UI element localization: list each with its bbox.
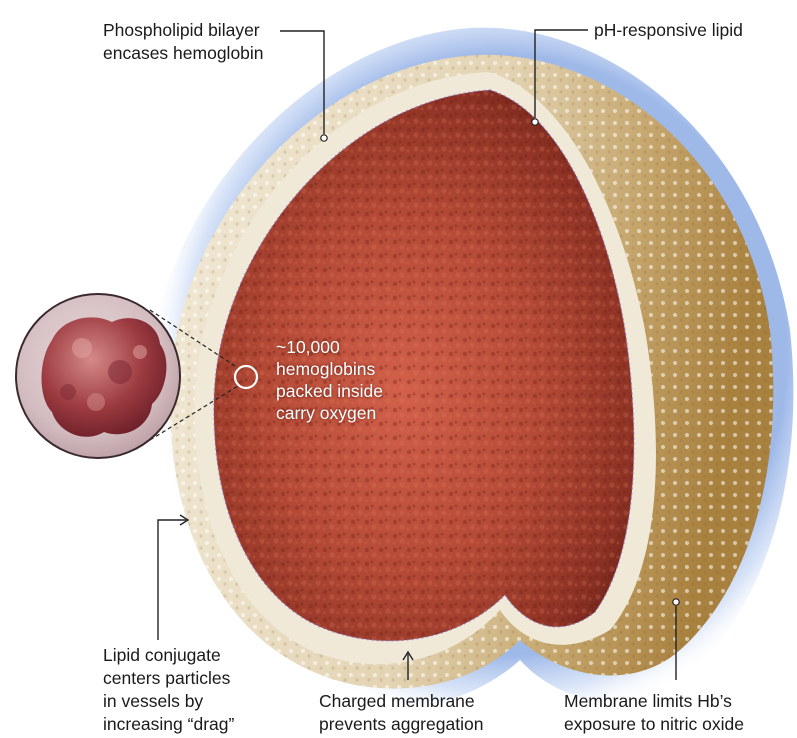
label-line: pH-responsive lipid bbox=[594, 19, 743, 42]
label-membrane-limits: Membrane limits Hb’s exposure to nitric … bbox=[564, 690, 744, 736]
label-conjugate: Lipid conjugate centers particles in ves… bbox=[103, 644, 234, 736]
label-line: in vessels by bbox=[103, 690, 234, 713]
label-line: encases hemoglobin bbox=[103, 42, 264, 65]
label-line: ~10,000 bbox=[276, 336, 383, 358]
label-line: centers particles bbox=[103, 667, 234, 690]
label-line: exposure to nitric oxide bbox=[564, 713, 744, 736]
label-line: hemoglobins bbox=[276, 358, 383, 380]
label-line: Lipid conjugate bbox=[103, 644, 234, 667]
label-charged: Charged membrane prevents aggregation bbox=[319, 690, 483, 736]
label-bilayer: Phospholipid bilayer encases hemoglobin bbox=[103, 19, 264, 65]
label-line: packed inside bbox=[276, 380, 383, 402]
label-line: Charged membrane bbox=[319, 690, 483, 713]
label-line: prevents aggregation bbox=[319, 713, 483, 736]
hemoglobin-molecule-icon bbox=[16, 294, 180, 458]
label-ph-lipid: pH-responsive lipid bbox=[594, 19, 743, 42]
label-line: increasing “drag” bbox=[103, 713, 234, 736]
label-line: Phospholipid bilayer bbox=[103, 19, 264, 42]
label-hemoglobins: ~10,000 hemoglobins packed inside carry … bbox=[276, 336, 383, 424]
label-line: carry oxygen bbox=[276, 402, 383, 424]
label-line: Membrane limits Hb’s bbox=[564, 690, 744, 713]
